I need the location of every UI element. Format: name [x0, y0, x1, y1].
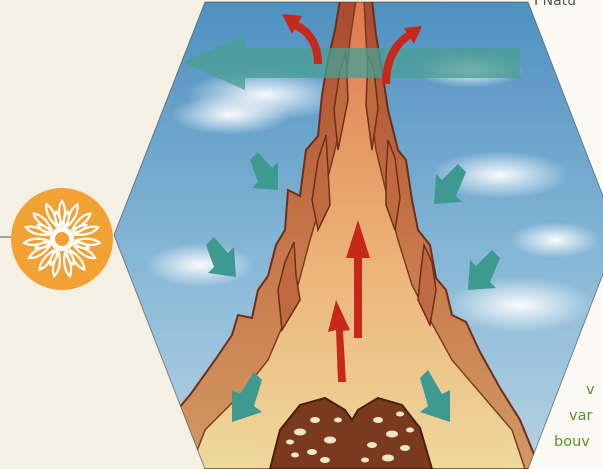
sunflower-icon [9, 186, 115, 292]
